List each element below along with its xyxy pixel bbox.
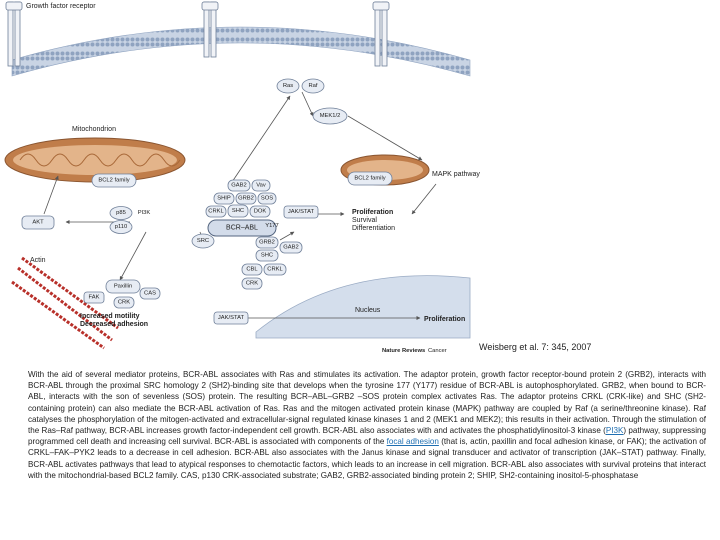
description-part-1: With the aid of several mediator protein…: [28, 370, 706, 436]
node-shc-bottom: SHC: [255, 249, 279, 262]
pi3k-label: PI3K: [138, 210, 151, 216]
node-cas: CAS: [139, 287, 161, 300]
svg-text:BCR–ABL: BCR–ABL: [226, 225, 258, 232]
node-vav: Vav: [251, 179, 271, 192]
node-ship: SHIP: [213, 192, 235, 205]
description-part-2: ) pathway, suppressing programmed cell d…: [28, 426, 707, 447]
description-paragraph: With the aid of several mediator protein…: [28, 369, 706, 481]
node-mek: MEK1/2: [312, 107, 348, 125]
actin-label: Actin: [30, 257, 46, 264]
outcome-bottom: Proliferation: [424, 316, 465, 323]
svg-text:DOK: DOK: [254, 209, 267, 215]
svg-text:Nature Reviews: Nature Reviews: [382, 348, 425, 354]
svg-text:GAB2: GAB2: [231, 183, 246, 189]
svg-text:FAK: FAK: [89, 295, 100, 301]
svg-text:CBL: CBL: [246, 267, 258, 273]
mapk-pathway-label: MAPK pathway: [432, 171, 480, 178]
y177-label: Y177: [265, 223, 279, 229]
node-akt: AKT: [21, 215, 55, 230]
svg-text:Differentiation: Differentiation: [352, 225, 395, 232]
node-shc-top: SHC: [227, 204, 249, 218]
svg-text:Cancer: Cancer: [428, 348, 447, 354]
svg-text:Vav: Vav: [256, 183, 266, 189]
node-p85: p85: [109, 206, 133, 220]
node-p110: p110: [109, 220, 133, 234]
signaling-diagram: Growth factor receptor Nucleus Mitochond…: [4, 1, 480, 354]
svg-text:CAS: CAS: [144, 291, 156, 297]
node-raf: Raf: [301, 78, 325, 94]
svg-text:SOS: SOS: [261, 196, 273, 202]
node-jak-stat-bottom: JAK/STAT: [213, 311, 249, 325]
node-cbl: CBL: [241, 263, 263, 276]
node-crkl-bottom: CRKL: [263, 263, 287, 276]
svg-text:CRKL: CRKL: [267, 267, 283, 273]
node-bcl2-right: BCL2 family: [347, 171, 393, 186]
svg-text:SHIP: SHIP: [217, 196, 231, 202]
svg-text:AKT: AKT: [32, 220, 44, 226]
svg-text:SHC: SHC: [232, 208, 244, 214]
citation: Weisberg et al. 7: 345, 2007: [479, 342, 592, 352]
svg-text:MEK1/2: MEK1/2: [320, 113, 341, 119]
svg-text:p85: p85: [116, 210, 126, 216]
svg-text:BCL2 family: BCL2 family: [354, 176, 385, 182]
nucleus: [255, 275, 471, 339]
focal-adhesion-link[interactable]: focal adhesion: [386, 437, 439, 447]
svg-text:Survival: Survival: [352, 217, 377, 224]
node-bcr-abl: BCR–ABL: [207, 219, 277, 237]
svg-text:p110: p110: [115, 224, 127, 230]
svg-text:Paxillin: Paxillin: [114, 284, 132, 290]
svg-text:Proliferation: Proliferation: [352, 209, 393, 216]
node-grb2-bottom: GRB2: [255, 236, 279, 249]
svg-text:CRK: CRK: [118, 300, 130, 306]
node-grb2-top: GRB2: [235, 192, 257, 205]
motility-label: Increased motility Decreased adhesion: [80, 313, 148, 328]
svg-text:GRB2: GRB2: [238, 196, 254, 202]
description-part-3: (that is, actin, paxillin and focal adhe…: [28, 437, 706, 480]
svg-text:Raf: Raf: [308, 83, 317, 89]
node-gab2-bottom: GAB2: [279, 241, 303, 254]
svg-text:JAK/STAT: JAK/STAT: [288, 209, 315, 215]
node-fak: FAK: [83, 291, 105, 304]
pi3k-link[interactable]: PI3K: [605, 426, 624, 436]
svg-text:Decreased adhesion: Decreased adhesion: [80, 321, 148, 328]
node-dok: DOK: [249, 205, 271, 218]
mitochondrion-label: Mitochondrion: [72, 126, 116, 133]
svg-text:CRK: CRK: [246, 281, 258, 287]
node-jak-stat-top: JAK/STAT: [283, 205, 319, 219]
outcome-top: Proliferation Survival Differentiation: [352, 209, 395, 232]
svg-text:BCL2 family: BCL2 family: [98, 178, 129, 184]
cell-membrane: [11, 26, 471, 77]
svg-text:Increased motility: Increased motility: [80, 313, 140, 320]
node-gab2-top: GAB2: [227, 179, 251, 192]
node-src: SRC: [191, 233, 215, 249]
svg-text:JAK/STAT: JAK/STAT: [218, 315, 245, 321]
node-crk-bottom: CRK: [241, 277, 263, 290]
growth-factor-receptors: [5, 1, 390, 67]
source-credit: Nature Reviews Cancer: [382, 348, 447, 354]
actin-filaments: [11, 256, 119, 350]
receptor-label: Growth factor receptor: [26, 3, 96, 10]
node-paxillin: Paxillin: [105, 279, 141, 294]
svg-text:GRB2: GRB2: [259, 240, 275, 246]
svg-text:SRC: SRC: [197, 238, 209, 244]
node-crkl-top: CRKL: [205, 205, 227, 218]
svg-text:GAB2: GAB2: [283, 245, 298, 251]
node-crk-left: CRK: [113, 296, 135, 309]
svg-text:SHC: SHC: [261, 253, 273, 259]
node-bcl2-left: BCL2 family: [91, 173, 137, 188]
nucleus-label: Nucleus: [355, 307, 381, 314]
node-sos: SOS: [257, 192, 277, 205]
node-ras: Ras: [276, 78, 300, 94]
svg-text:Ras: Ras: [283, 83, 293, 89]
svg-text:CRKL: CRKL: [208, 209, 224, 215]
mitochondrion-left: [4, 137, 186, 183]
